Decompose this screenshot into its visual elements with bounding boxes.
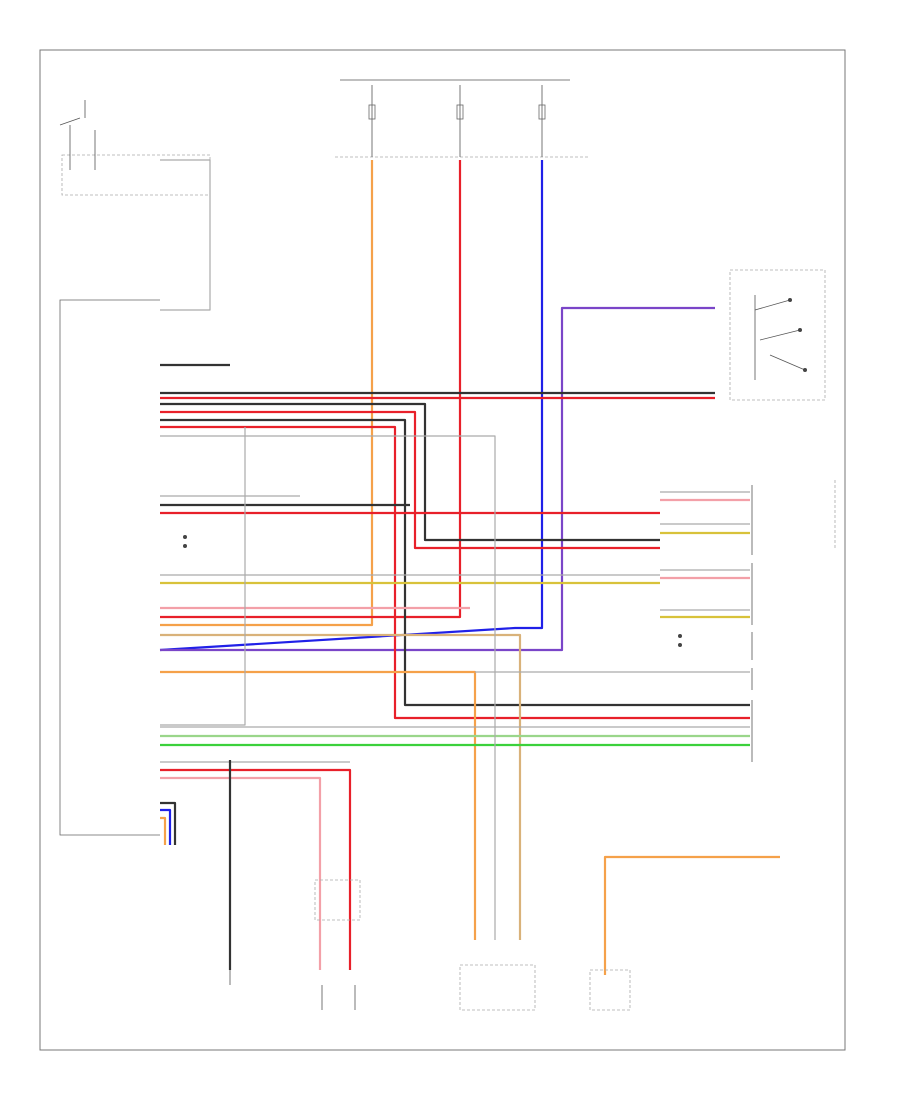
relay-arm-3 [769, 354, 806, 371]
wire-gray-38 [160, 159, 211, 311]
bottom-dashed-box [314, 879, 361, 921]
relay-contact-2 [798, 328, 802, 332]
wire-layer [159, 159, 780, 975]
wire-orange-25 [160, 670, 477, 940]
fuse-2 [456, 104, 464, 120]
fuse-1 [368, 104, 376, 120]
right-relay-component [729, 269, 826, 401]
wire-orange-35 [160, 816, 167, 845]
connector-dot-3 [183, 535, 187, 539]
wire-orange-0 [160, 160, 374, 627]
wire-gray-41 [160, 427, 246, 726]
top-left-component [59, 100, 211, 196]
wire-orange-37 [603, 855, 780, 975]
connector-dot-4 [183, 544, 187, 548]
diagram-frame [39, 49, 846, 1051]
switch-dashed-box [61, 154, 211, 196]
right-connectors [183, 480, 836, 762]
wire-blue-34 [160, 808, 172, 845]
wire-black-33 [160, 801, 177, 845]
wire-gray-40 [160, 435, 496, 940]
wire-red-7 [160, 410, 660, 550]
relay-contact-3 [803, 368, 807, 372]
relay-dashed-box [729, 269, 826, 401]
wire-red-31 [160, 768, 352, 970]
control-module-outline [59, 299, 160, 836]
bottom-components [229, 879, 631, 1011]
wire-black-6 [160, 402, 660, 542]
fuse-block [335, 79, 590, 158]
wire-black-8 [160, 418, 750, 707]
wire-red-9 [160, 425, 750, 720]
wire-tan-24 [160, 633, 522, 940]
bottom-right-component [589, 969, 631, 1011]
connector-dot-2 [678, 643, 682, 647]
relay-arm-2 [759, 329, 801, 341]
wire-purple-3 [160, 306, 715, 652]
wire-pink-32 [160, 776, 322, 970]
wire-red-1 [160, 160, 462, 619]
fuse-3 [538, 104, 546, 120]
relay-contact-1 [788, 298, 792, 302]
control-module [59, 299, 160, 836]
switch-lever [59, 117, 81, 126]
bottom-center-component [459, 964, 536, 1011]
relay-arm-1 [754, 299, 791, 311]
connector-dot-1 [678, 634, 682, 638]
